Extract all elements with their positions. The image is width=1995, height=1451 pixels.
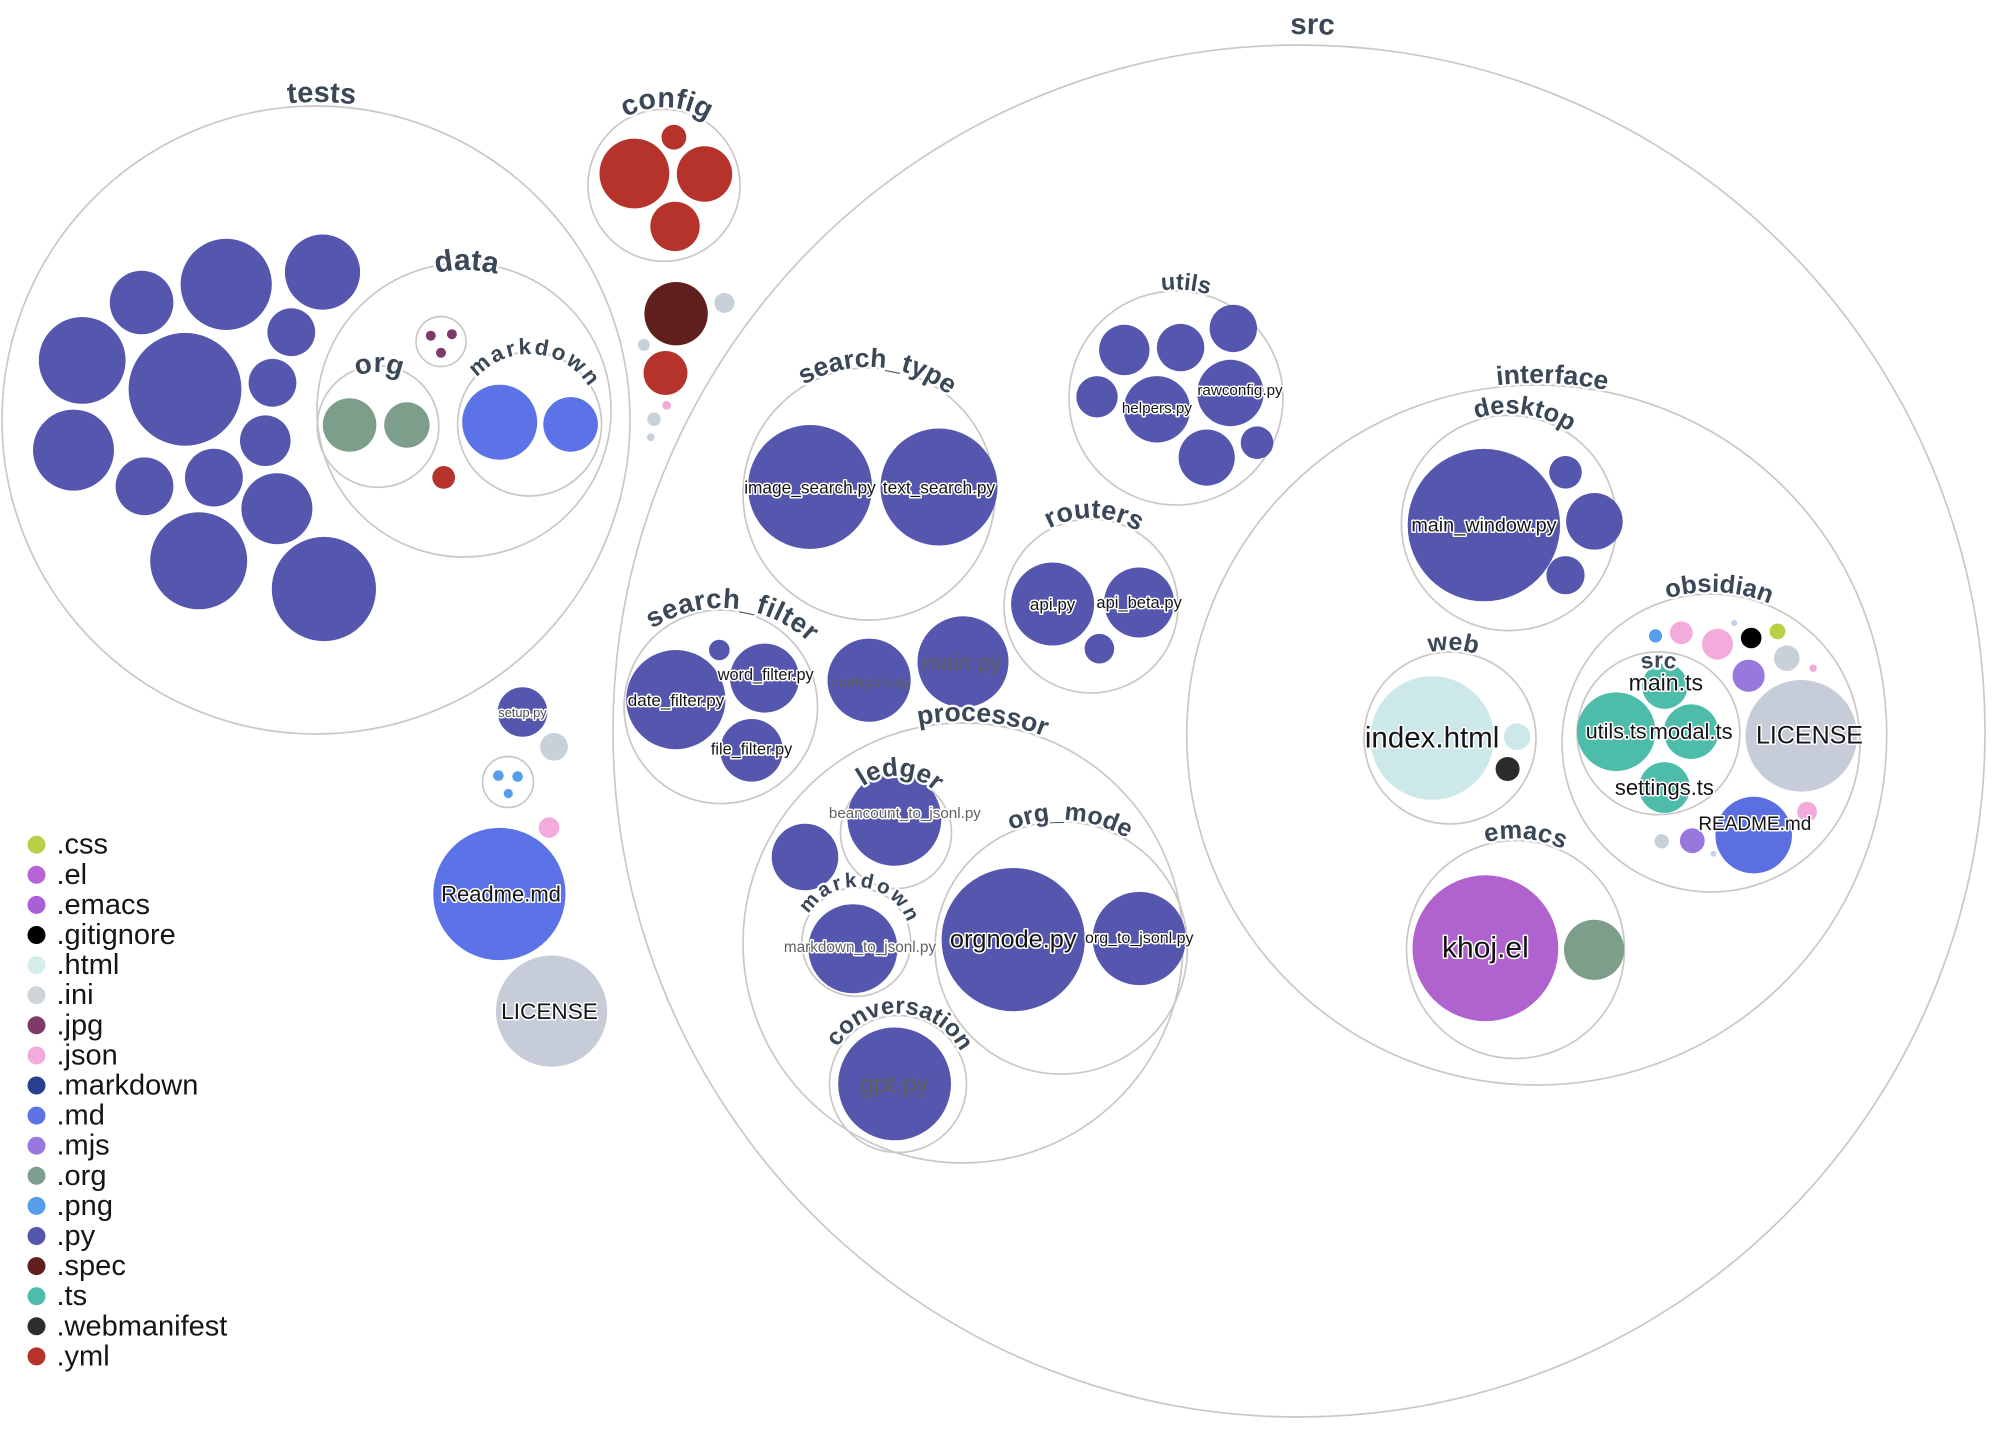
svg-text:main.ts: main.ts (1629, 669, 1703, 695)
svg-text:main.py: main.py (922, 650, 1002, 675)
svg-text:file_filter.py: file_filter.py (711, 741, 793, 759)
svg-text:.json: .json (57, 1039, 118, 1071)
svg-text:text_search.py: text_search.py (883, 478, 996, 498)
svg-text:beancount_to_jsonl.py: beancount_to_jsonl.py (829, 805, 981, 822)
svg-text:.emacs: .emacs (57, 889, 150, 921)
svg-text:setup.py: setup.py (498, 705, 547, 720)
svg-text:LICENSE: LICENSE (501, 999, 598, 1024)
svg-text:rawconfig.py: rawconfig.py (1197, 382, 1283, 399)
svg-text:.jpg: .jpg (57, 1009, 104, 1041)
svg-text:utils: utils (1160, 268, 1214, 299)
svg-text:markdown_to_jsonl.py: markdown_to_jsonl.py (784, 939, 937, 956)
svg-text:gpt.py: gpt.py (860, 1071, 929, 1099)
svg-text:helpers.py: helpers.py (1122, 400, 1192, 417)
svg-text:LICENSE: LICENSE (1756, 722, 1863, 750)
svg-text:word_filter.py: word_filter.py (717, 666, 815, 684)
svg-text:.spec: .spec (57, 1250, 126, 1282)
svg-text:src: src (1290, 8, 1335, 42)
svg-text:README.md: README.md (1698, 814, 1811, 835)
svg-text:configure.py: configure.py (832, 675, 910, 691)
svg-text:modal.ts: modal.ts (1650, 719, 1733, 744)
svg-text:.el: .el (57, 859, 88, 891)
svg-text:src: src (1639, 647, 1679, 674)
svg-text:tests: tests (286, 77, 358, 111)
svg-text:main_window.py: main_window.py (1411, 515, 1556, 537)
svg-text:.markdown: .markdown (57, 1070, 199, 1102)
svg-text:.webmanifest: .webmanifest (57, 1310, 228, 1342)
svg-text:api_beta.py: api_beta.py (1096, 594, 1182, 612)
svg-text:web: web (1425, 628, 1482, 660)
svg-text:.css: .css (57, 829, 109, 861)
svg-text:api.py: api.py (1030, 595, 1076, 614)
svg-text:khoj.el: khoj.el (1442, 932, 1529, 965)
svg-text:.ini: .ini (57, 979, 94, 1011)
svg-text:date_filter.py: date_filter.py (628, 691, 725, 710)
svg-text:.py: .py (57, 1220, 96, 1252)
svg-text:.ts: .ts (57, 1280, 88, 1312)
svg-text:org: org (351, 347, 408, 382)
svg-text:.org: .org (57, 1160, 107, 1192)
svg-text:image_search.py: image_search.py (744, 478, 876, 498)
svg-text:.gitignore: .gitignore (57, 919, 176, 951)
svg-text:.yml: .yml (57, 1340, 110, 1372)
svg-text:org_to_jsonl.py: org_to_jsonl.py (1085, 930, 1194, 947)
svg-text:.html: .html (57, 949, 120, 981)
svg-text:utils.ts: utils.ts (1586, 720, 1647, 744)
svg-text:Readme.md: Readme.md (441, 882, 561, 907)
svg-text:settings.ts: settings.ts (1615, 775, 1714, 800)
svg-text:.mjs: .mjs (57, 1130, 110, 1162)
svg-text:.md: .md (57, 1100, 105, 1132)
svg-text:data: data (432, 244, 502, 281)
svg-text:orgnode.py: orgnode.py (950, 926, 1077, 954)
svg-text:index.html: index.html (1365, 722, 1499, 755)
svg-text:.png: .png (57, 1190, 113, 1222)
